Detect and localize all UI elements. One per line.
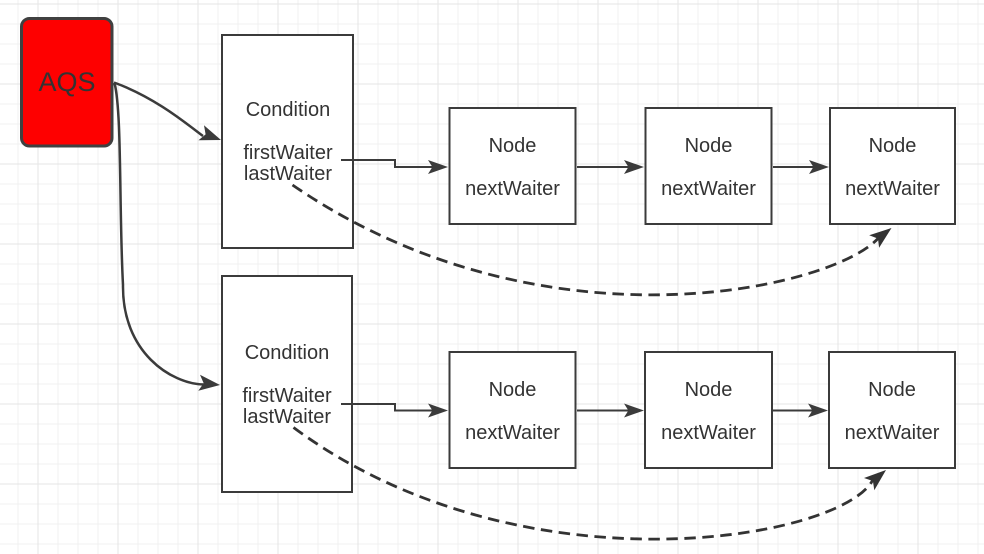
svg-text:Node: Node bbox=[868, 379, 916, 401]
svg-text:nextWaiter: nextWaiter bbox=[465, 178, 560, 200]
svg-text:lastWaiter: lastWaiter bbox=[244, 163, 333, 185]
svg-text:Condition: Condition bbox=[246, 99, 331, 121]
svg-text:nextWaiter: nextWaiter bbox=[465, 422, 560, 444]
svg-text:Node: Node bbox=[685, 379, 733, 401]
svg-text:Node: Node bbox=[685, 135, 733, 157]
svg-text:Node: Node bbox=[489, 135, 537, 157]
svg-text:AQS: AQS bbox=[38, 67, 95, 97]
svg-text:firstWaiter: firstWaiter bbox=[242, 385, 332, 407]
svg-text:nextWaiter: nextWaiter bbox=[845, 422, 940, 444]
svg-text:Node: Node bbox=[489, 379, 537, 401]
svg-text:Condition: Condition bbox=[245, 342, 330, 364]
svg-text:Node: Node bbox=[869, 135, 917, 157]
svg-text:nextWaiter: nextWaiter bbox=[661, 422, 756, 444]
svg-text:nextWaiter: nextWaiter bbox=[845, 178, 940, 200]
svg-text:nextWaiter: nextWaiter bbox=[661, 178, 756, 200]
svg-text:firstWaiter: firstWaiter bbox=[243, 142, 333, 164]
svg-text:lastWaiter: lastWaiter bbox=[243, 406, 332, 428]
